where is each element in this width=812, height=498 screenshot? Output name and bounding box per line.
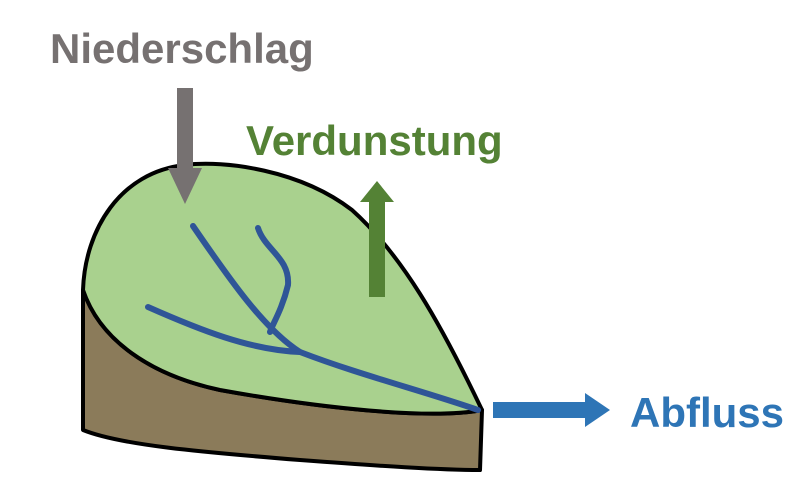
runoff-arrow-shaft <box>493 402 585 418</box>
precipitation-arrow-shaft <box>177 88 193 168</box>
arrow-right-icon <box>493 393 610 427</box>
runoff-label: Abfluss <box>630 389 785 436</box>
evaporation-arrow-head <box>360 181 394 202</box>
tributary-right <box>255 225 292 335</box>
evaporation-arrow-shaft <box>369 202 385 297</box>
arrow-up-icon <box>360 181 394 297</box>
precipitation-arrow-head <box>168 168 202 204</box>
runoff-arrow-head <box>585 393 610 427</box>
river-network <box>145 223 481 413</box>
tributary-left <box>190 223 303 355</box>
precipitation-label: Niederschlag <box>50 25 314 72</box>
evaporation-label: Verdunstung <box>246 117 503 164</box>
arrow-down-icon <box>168 88 202 204</box>
